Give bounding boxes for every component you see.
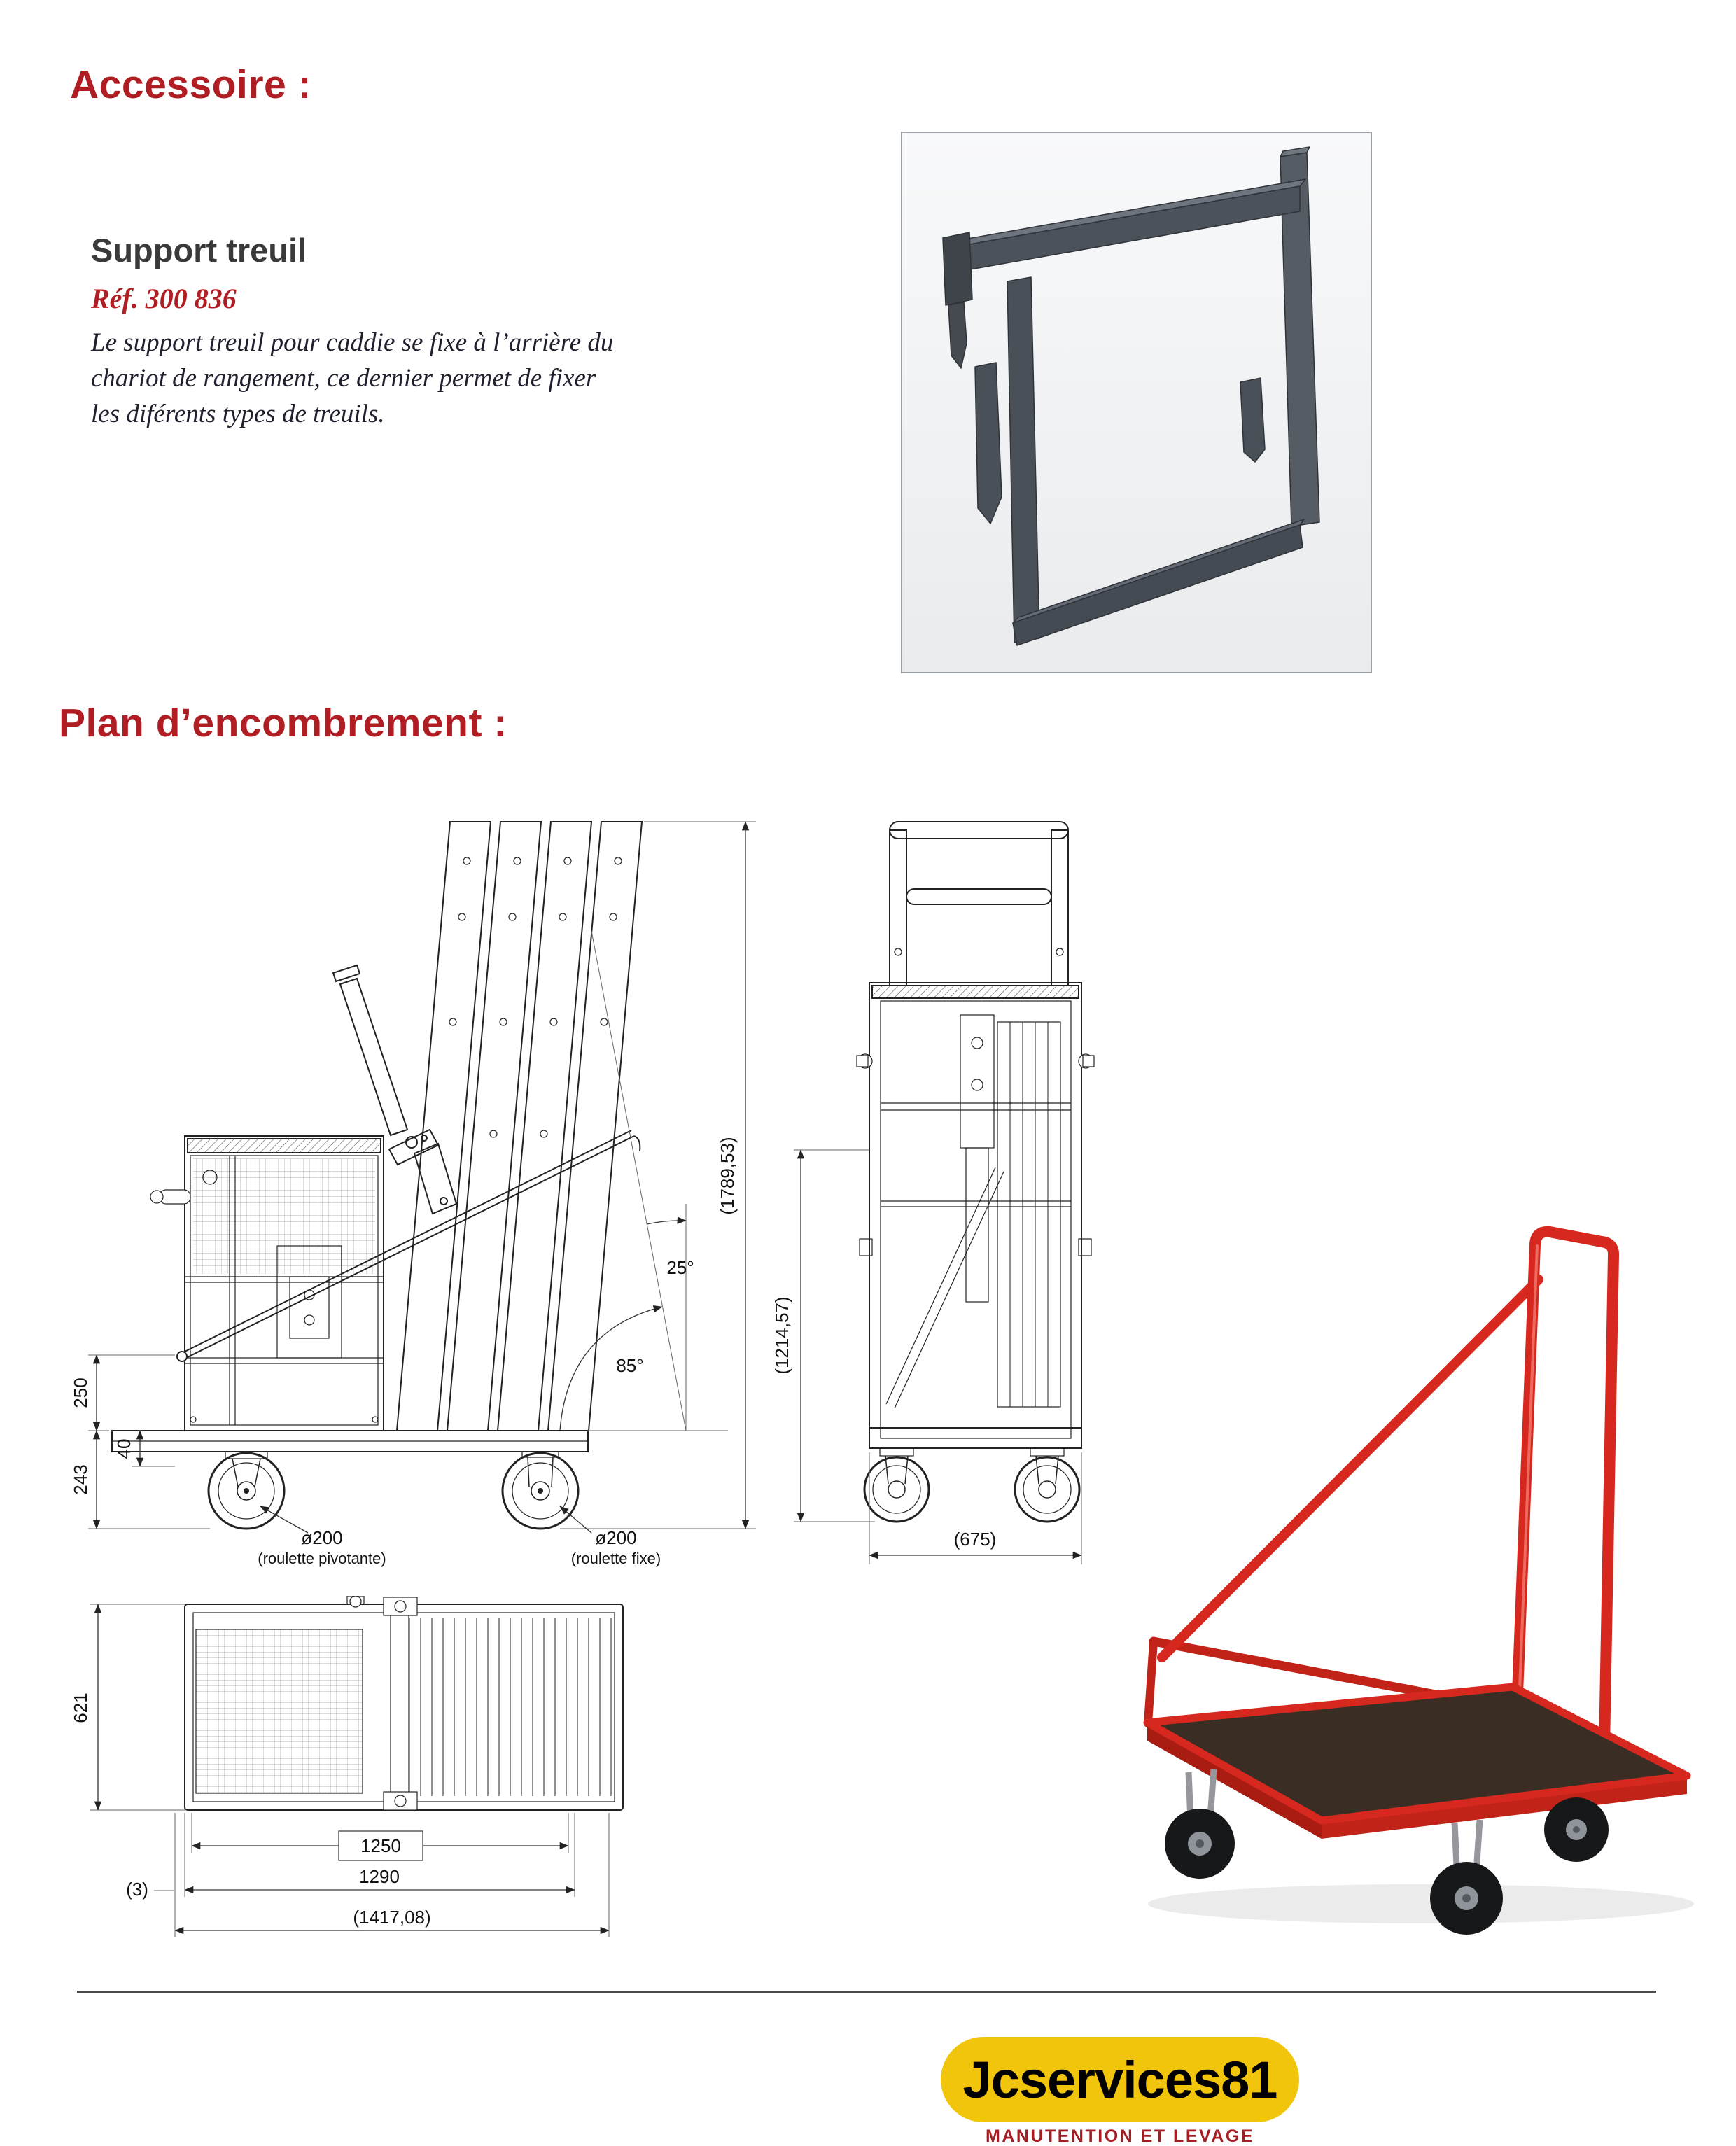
red-cart-render xyxy=(1143,1226,1694,1935)
angle-85: 85° xyxy=(616,1355,643,1376)
dim-250: 250 xyxy=(70,1377,91,1408)
side-view-caster-callouts: ø200 (roulette pivotante) ø200 (roulette… xyxy=(258,1506,661,1567)
side-view-box xyxy=(150,1135,384,1431)
caster-front-type: (roulette pivotante) xyxy=(258,1550,386,1567)
caster-rear-diameter: ø200 xyxy=(595,1527,636,1548)
accessory-section: Support treuil Réf. 300 836 Le support t… xyxy=(91,231,791,432)
product-description: Le support treuil pour caddie se fixe à … xyxy=(91,325,791,432)
top-view-dimensions: 621 1250 1290 (3) (1417,08) xyxy=(70,1604,610,1937)
caster-wheel xyxy=(1165,1769,1235,1879)
description-line-1: Le support treuil pour caddie se fixe à … xyxy=(91,328,614,357)
dim-1417: (1417,08) xyxy=(353,1907,430,1928)
accessory-heading: Accessoire : xyxy=(70,62,312,107)
caster-rear-type: (roulette fixe) xyxy=(571,1550,661,1567)
side-view-caster-front xyxy=(207,1451,286,1530)
footer-divider xyxy=(77,1991,1656,1993)
cart-platform xyxy=(1143,1683,1691,1839)
side-view-caster-rear xyxy=(501,1451,580,1530)
side-view-platform xyxy=(111,1430,589,1452)
dim-40: 40 xyxy=(113,1439,134,1459)
brand-logo-text: Jcservices81 xyxy=(962,2050,1278,2109)
brand-tagline: MANUTENTION ET LEVAGE xyxy=(986,2126,1254,2146)
dim-1789: (1789,53) xyxy=(717,1137,738,1214)
side-view-planks xyxy=(396,821,643,1431)
dim-1290: 1290 xyxy=(359,1866,400,1887)
winch-support-photo xyxy=(901,132,1372,673)
side-view-dimension-height: (1789,53) xyxy=(560,821,756,1529)
brand-logo: Jcservices81 xyxy=(941,2037,1299,2122)
front-view-body xyxy=(856,982,1095,1449)
dim-1214: (1214,57) xyxy=(771,1296,792,1374)
plan-heading: Plan d’encombrement : xyxy=(59,701,507,745)
top-view-drawing: 621 1250 1290 (3) (1417,08) xyxy=(70,1596,624,1937)
side-view-handle xyxy=(176,1130,641,1362)
caster-wheel xyxy=(1430,1819,1503,1935)
side-view-angles: 25° 85° xyxy=(559,930,728,1431)
front-view-casters xyxy=(863,1447,1081,1523)
side-view-drawing: 250 243 40 (1789,53) 25° 85° ø200 (roule… xyxy=(70,821,756,1567)
angle-25: 25° xyxy=(666,1257,694,1278)
caster-wheel xyxy=(1544,1797,1609,1862)
description-line-2: chariot de rangement, ce dernier permet … xyxy=(91,364,596,393)
front-view-drawing: (1214,57) (675) xyxy=(771,821,1095,1564)
product-ref: Réf. 300 836 xyxy=(91,283,237,314)
winch-support-render xyxy=(942,146,1320,646)
top-view-body xyxy=(184,1596,624,1811)
dim-621: 621 xyxy=(70,1692,91,1723)
dim-675: (675) xyxy=(954,1529,997,1550)
product-title: Support treuil xyxy=(91,232,307,269)
side-view-dimensions-left: 250 243 40 xyxy=(70,1354,210,1529)
dim-1250: 1250 xyxy=(360,1835,401,1856)
front-view-handle xyxy=(889,821,1069,986)
dim-243: 243 xyxy=(70,1464,91,1494)
caster-front-diameter: ø200 xyxy=(301,1527,342,1548)
front-view-dimensions: (1214,57) (675) xyxy=(771,1149,1082,1564)
description-line-3: les diférents types de treuils. xyxy=(91,400,385,429)
dim-3: (3) xyxy=(126,1879,148,1900)
cart-casters xyxy=(1165,1769,1609,1935)
side-view-support-arm xyxy=(332,964,458,1215)
cart-shadow xyxy=(1148,1884,1694,1923)
